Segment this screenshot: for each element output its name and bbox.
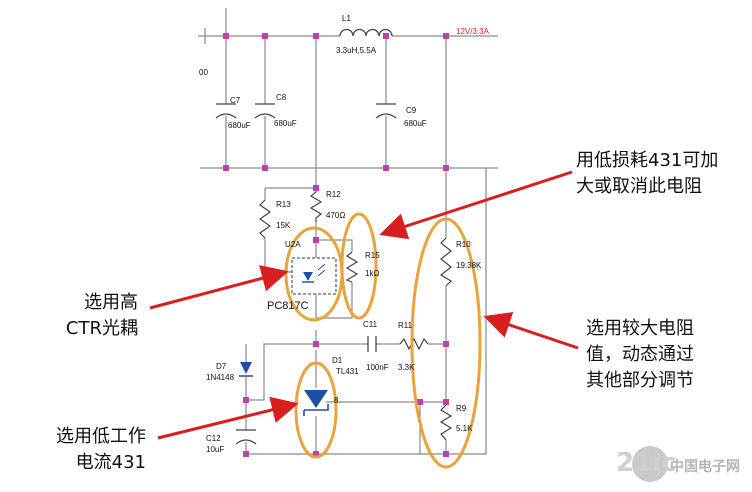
annotation-line: 选用较大电阻 — [586, 318, 694, 339]
c7-ref: C7 — [230, 96, 241, 105]
annotation-left-mid: 选用高 CTR光耦 — [34, 290, 138, 342]
r13-ref: R13 — [276, 200, 291, 209]
resistor-r15 — [345, 251, 359, 283]
resistor-r9 — [439, 404, 453, 441]
cut-off-label: 00 — [199, 68, 208, 77]
c9-value: 680uF — [404, 119, 427, 128]
r15-value: 1kΩ — [365, 269, 380, 278]
pin-8-label: 8 — [334, 396, 339, 405]
c9-ref: C9 — [406, 106, 417, 115]
r13-value: 15K — [276, 221, 291, 230]
d7-value: 1N4148 — [206, 373, 235, 382]
optocoupler-u2a — [291, 252, 337, 300]
u2a-ref: U2A — [285, 240, 301, 249]
inductor-l1 — [339, 28, 393, 37]
l1-value: 3.3uH,5.5A — [336, 46, 377, 55]
annotation-top-right: 用低损耗431可加 大或取消此电阻 — [576, 148, 718, 200]
resistor-r10 — [439, 237, 452, 287]
annotation-line: 大或取消此电阻 — [576, 176, 702, 197]
annotation-line: CTR光耦 — [65, 318, 138, 339]
diode-d7 — [239, 362, 253, 377]
c8-ref: C8 — [276, 93, 287, 102]
r12-ref: R12 — [326, 190, 341, 199]
arrow-to-r15 — [379, 170, 573, 240]
annotation-line: 电流431 — [75, 452, 146, 473]
annotation-arrows — [149, 170, 579, 440]
c8-value: 680uF — [274, 119, 297, 128]
annotation-line: 其他部分调节 — [586, 370, 694, 391]
d7-ref: D7 — [216, 362, 227, 371]
d1-ref: D1 — [332, 356, 343, 365]
junction-nodes — [223, 33, 449, 457]
r11-value: 3.3K — [398, 363, 415, 372]
highlight-ellipses — [284, 212, 482, 469]
c12-value: 10uF — [206, 445, 225, 454]
r9-ref: R9 — [456, 404, 467, 413]
watermark-logo-text: 21ic — [616, 448, 677, 478]
c7-value: 680uF — [228, 121, 251, 130]
r15-ref: R15 — [365, 251, 380, 260]
annotation-line: 值，动态通过 — [586, 344, 694, 365]
net-label-output: 12V/3.3A — [456, 27, 489, 36]
annotation-line: 选用高 — [84, 292, 138, 313]
resistor-r13 — [258, 199, 272, 239]
annotation-left-bottom: 选用低工作 电流431 — [36, 424, 146, 476]
resistor-r12 — [309, 188, 323, 222]
highlight-r10-r9 — [410, 217, 482, 469]
r9-value: 5.1K — [456, 424, 473, 433]
r11-ref: R11 — [398, 321, 413, 330]
watermark-logo-icon — [632, 446, 668, 482]
arrow-to-opto — [149, 265, 289, 310]
d1-value: TL431 — [336, 367, 359, 376]
annotation-line: 选用低工作 — [56, 426, 146, 447]
c12-ref: C12 — [206, 434, 221, 443]
capacitor-c12 — [235, 429, 257, 445]
c11-ref: C11 — [363, 320, 378, 329]
schematic-wires — [198, 8, 498, 455]
r10-ref: R10 — [456, 240, 471, 249]
regulator-tl431 — [303, 390, 329, 416]
c11-value: 100nF — [366, 363, 389, 372]
capacitor-c9 — [375, 103, 397, 119]
resistor-r11 — [399, 337, 429, 351]
capacitor-c8 — [254, 103, 276, 119]
arrow-to-r10 — [483, 311, 579, 350]
r10-value: 19.38K — [456, 261, 482, 270]
capacitor-c11 — [367, 336, 377, 352]
capacitor-c7 — [215, 103, 237, 119]
annotation-right-mid: 选用较大电阻 值，动态通过 其他部分调节 — [586, 316, 694, 394]
arrow-to-tl431 — [157, 396, 299, 440]
watermark-site-text: 中国电子网 — [670, 459, 740, 475]
r12-value: 470Ω — [326, 211, 346, 220]
u2a-part: PC817C — [267, 300, 309, 312]
annotation-line: 用低损耗431可加 — [576, 150, 719, 171]
l1-ref: L1 — [342, 14, 351, 23]
highlight-r15 — [340, 212, 378, 320]
